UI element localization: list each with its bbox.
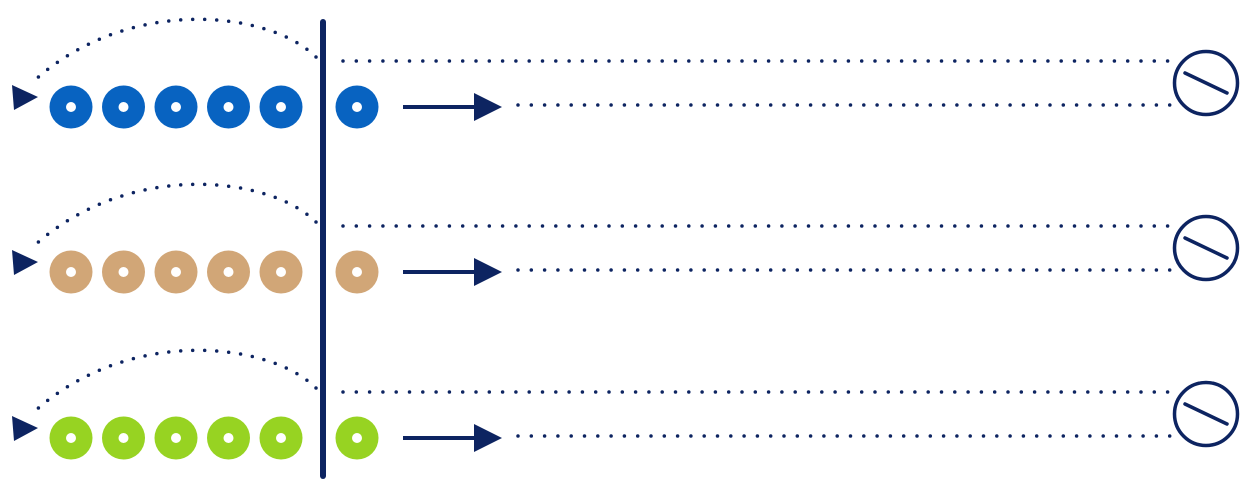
return-arrow-head xyxy=(12,416,38,441)
token-hole xyxy=(171,433,181,443)
token-hole xyxy=(118,102,129,112)
token-hole xyxy=(276,102,286,112)
queued-token xyxy=(49,85,93,129)
queued-token xyxy=(102,85,145,129)
return-arc xyxy=(33,17,318,82)
token-hole xyxy=(66,267,76,277)
queued-token xyxy=(102,416,145,460)
queued-token xyxy=(102,250,145,294)
arrow-right-icon xyxy=(403,93,502,121)
return-arc xyxy=(33,348,318,413)
arrow-right-icon xyxy=(403,424,502,452)
queued-token xyxy=(207,416,250,460)
queued-token xyxy=(259,250,303,294)
terminator-slash xyxy=(1183,402,1229,426)
active-token xyxy=(335,85,379,129)
queued-token xyxy=(49,416,93,460)
active-token xyxy=(335,416,379,460)
queued-token xyxy=(49,250,93,294)
terminator-slash xyxy=(1183,71,1229,95)
token-hole xyxy=(276,433,286,443)
arrow-right-icon xyxy=(403,258,502,286)
token-hole xyxy=(223,267,234,277)
token-hole xyxy=(352,267,362,277)
queued-token xyxy=(207,85,250,129)
token-hole xyxy=(352,102,362,112)
queued-token xyxy=(259,416,303,460)
token-hole xyxy=(66,102,76,112)
return-arrow-head xyxy=(12,85,38,110)
circle-slash-icon xyxy=(1172,380,1240,448)
token-hole xyxy=(66,433,76,443)
row-1 xyxy=(12,17,1240,129)
token-hole xyxy=(223,433,234,443)
arrow-head xyxy=(474,424,502,452)
queued-token xyxy=(154,85,198,129)
active-token xyxy=(335,250,379,294)
row-3 xyxy=(12,348,1240,460)
arrow-head xyxy=(474,93,502,121)
arrow-head xyxy=(474,258,502,286)
circle-slash-icon xyxy=(1172,49,1240,117)
row-2 xyxy=(12,182,1240,294)
queued-token xyxy=(207,250,250,294)
queued-token xyxy=(154,416,198,460)
token-hole xyxy=(118,267,129,277)
queued-token xyxy=(259,85,303,129)
queued-token xyxy=(154,250,198,294)
token-hole xyxy=(171,267,181,277)
token-hole xyxy=(352,433,362,443)
token-hole xyxy=(118,433,129,443)
curved-dotted-arrow-icon xyxy=(12,348,318,441)
token-hole xyxy=(171,102,181,112)
token-hole xyxy=(276,267,286,277)
return-arc xyxy=(33,182,318,247)
token-hole xyxy=(223,102,234,112)
curved-dotted-arrow-icon xyxy=(12,182,318,275)
terminator-slash xyxy=(1183,236,1229,260)
circle-slash-icon xyxy=(1172,214,1240,282)
curved-dotted-arrow-icon xyxy=(12,17,318,110)
return-arrow-head xyxy=(12,250,38,275)
